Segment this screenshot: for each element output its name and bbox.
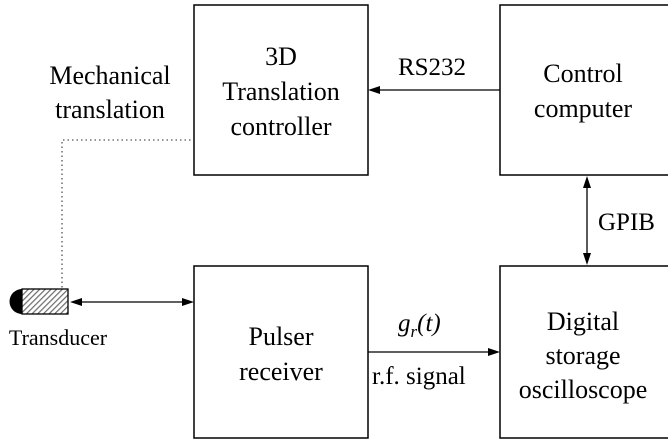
oscilloscope-block [499,265,668,439]
oscilloscope-label-2: storage [545,341,620,370]
signal-symbol-label: gr(t) [398,310,441,341]
mechanical-link-line [61,139,194,292]
rs232-arrowhead [368,86,380,94]
control-computer-label-2: computer [534,94,633,123]
gpib-label: GPIB [598,209,655,236]
transducer-arrowhead-left [70,298,82,306]
signal-symbol: g [398,310,411,337]
pulser-receiver-block [193,265,369,439]
signal-arrowhead [488,348,500,356]
mechanical-translation-label-2: translation [55,95,165,124]
translation-controller-label-3: controller [230,112,331,141]
oscilloscope-label-3: oscilloscope [519,375,648,404]
signal-subscript: r [411,322,418,341]
pulser-receiver-label-1: Pulser [249,322,314,351]
signal-argument: (t) [417,310,441,337]
control-computer-label-1: Control [543,59,622,88]
translation-controller-label-2: Translation [222,77,340,106]
rf-signal-label: r.f. signal [372,363,466,390]
transducer-label: Transducer [9,325,108,350]
rs232-label: RS232 [398,54,466,81]
transducer-icon [9,288,69,315]
transducer-arrowhead-right [182,298,194,306]
control-computer-block [499,4,668,176]
translation-controller-label-1: 3D [265,42,297,71]
gpib-arrowhead-down [583,253,591,265]
gpib-arrowhead-up [583,176,591,188]
pulser-receiver-label-2: receiver [239,357,323,386]
translation-controller-block [193,4,369,176]
oscilloscope-label-1: Digital [547,307,619,336]
mechanical-translation-label-1: Mechanical [49,61,170,90]
